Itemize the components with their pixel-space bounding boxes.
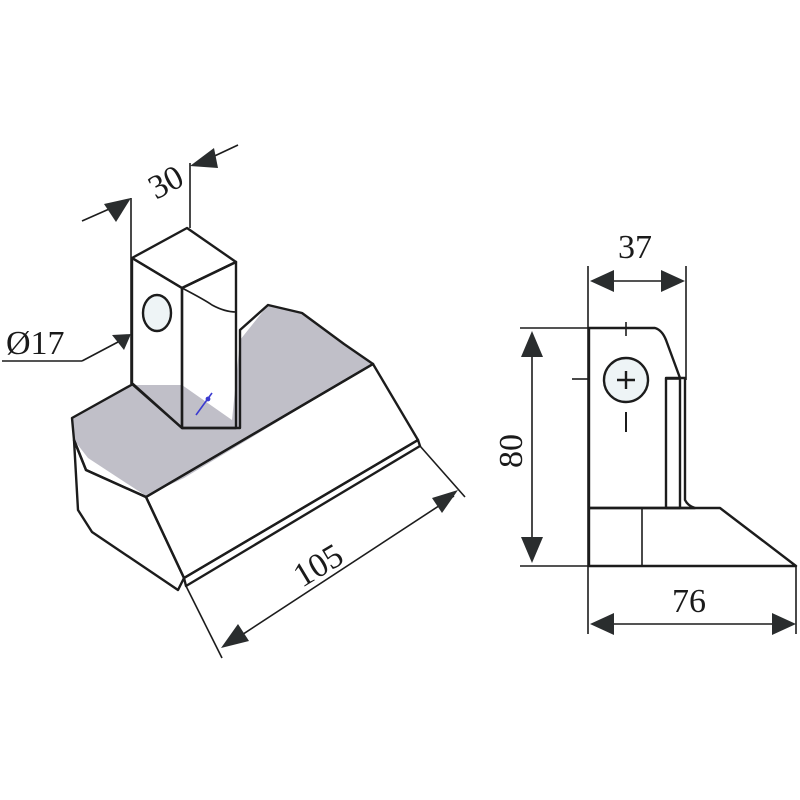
dimension-label-80: 80 [493,434,530,468]
base-top-rear-face [72,305,372,496]
isometric-view: 30 Ø17 105 [2,144,466,659]
dimension-76: 76 [590,566,797,635]
hole-center-cross-icon [617,371,635,389]
dimension-label-30: 30 [142,158,189,207]
dimension-80: 80 [493,327,656,567]
dimension-label-diameter-17: Ø17 [6,325,65,362]
dimension-37: 37 [587,229,687,634]
base-left-end-face [72,438,186,592]
dimension-label-37: 37 [618,229,652,266]
dimension-label-76: 76 [672,583,706,620]
pin-top-face [130,226,238,290]
dimension-diameter-17: Ø17 [2,325,131,362]
blue-pen-mark [195,392,213,416]
side-view: 37 80 76 [493,229,798,635]
hole-centerline-marks [572,322,680,432]
dimension-30: 30 [81,144,239,384]
dimension-label-105: 105 [287,537,350,595]
pin-hole [141,293,173,333]
pin-curved-cut [181,287,237,313]
side-base-face [587,506,798,568]
